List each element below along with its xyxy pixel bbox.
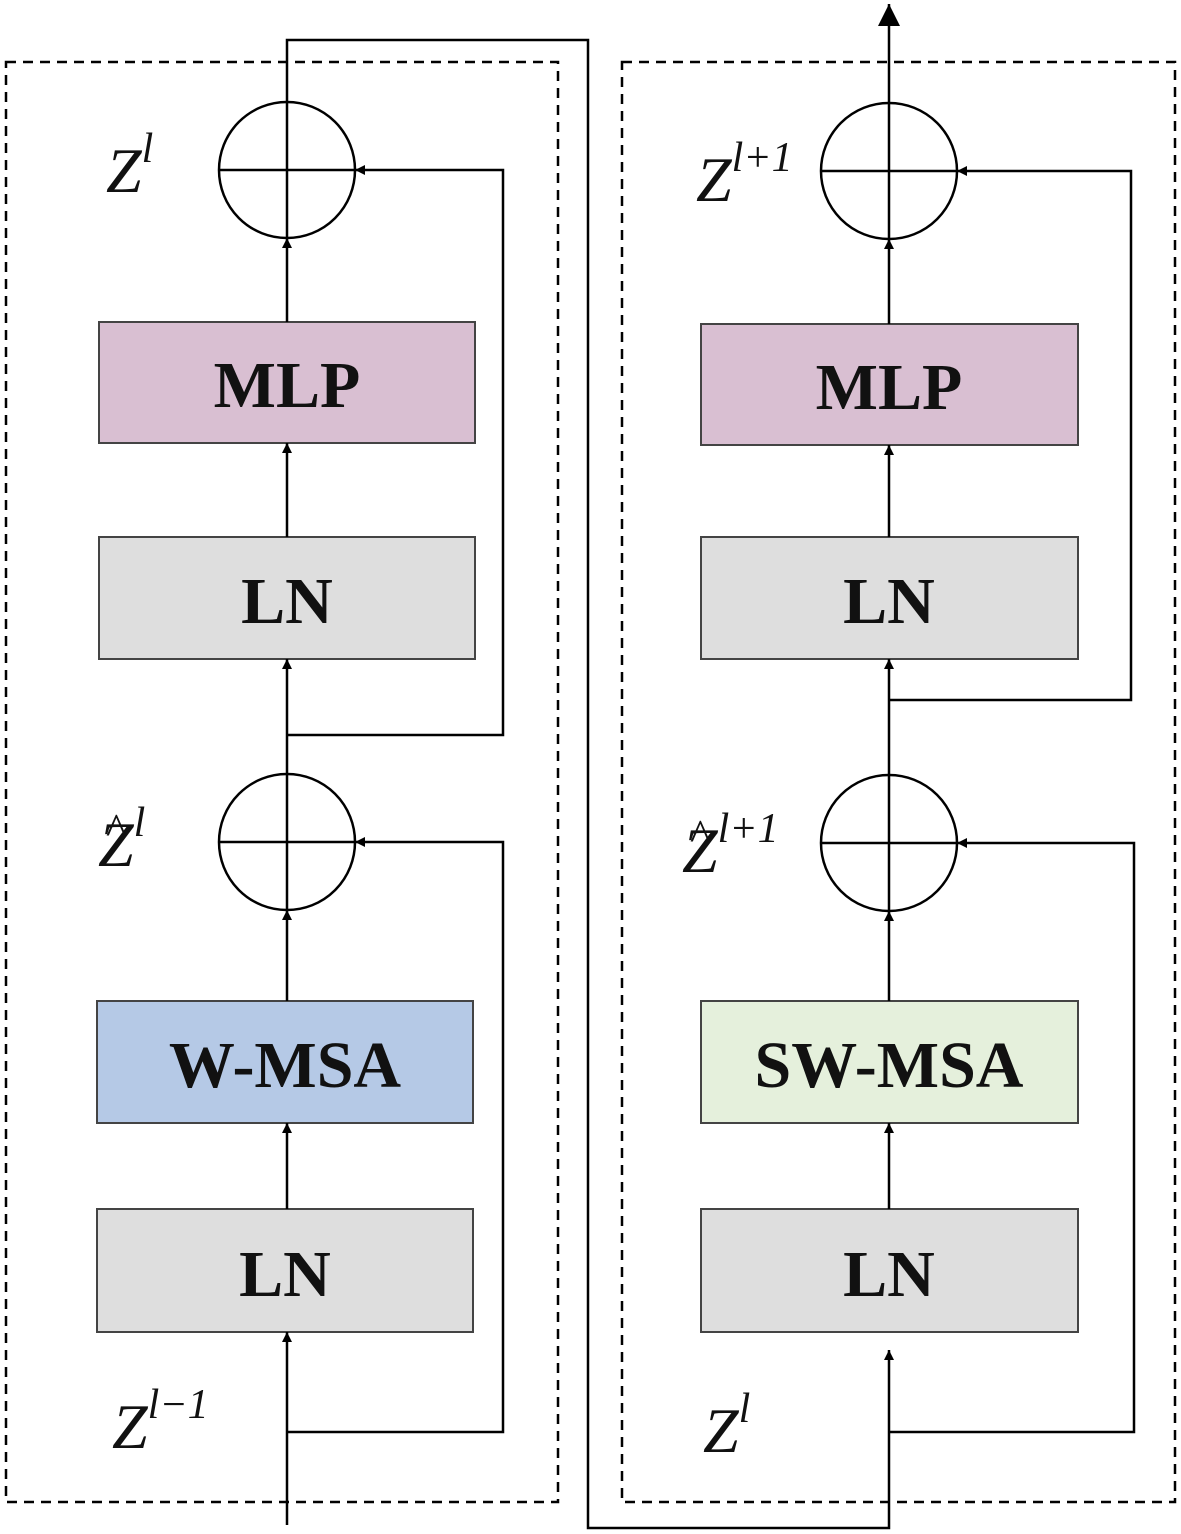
left-bottom-adder — [217, 772, 357, 912]
left-output-var: Zl — [106, 126, 153, 206]
left-mid-var-sup: l — [134, 800, 146, 846]
right-mid-var: Zl+1 — [682, 806, 779, 886]
left-flow-arrows — [282, 165, 505, 1525]
right-ln-bottom-box: LN — [700, 1208, 1079, 1333]
left-mlp-label: MLP — [214, 349, 361, 422]
left-ln-bottom-box: LN — [96, 1208, 474, 1333]
right-mid-var-hat: ^ — [690, 811, 711, 860]
left-mid-var-hat: ^ — [106, 805, 127, 854]
right-top-adder — [819, 101, 959, 241]
left-mid-var: Zl — [98, 800, 145, 880]
left-ln-bottom-label: LN — [239, 1238, 331, 1311]
left-ln-top-rect — [98, 536, 476, 660]
right-ln-bottom-label: LN — [843, 1238, 935, 1311]
left-input-var: Zl−1 — [112, 1382, 209, 1462]
right-sw-msa-box: SW-MSA — [700, 1000, 1079, 1124]
left-output-var-base: Z — [106, 135, 143, 206]
left-mlp-box: MLP — [98, 321, 476, 444]
right-sw-msa-label: SW-MSA — [755, 1029, 1024, 1102]
right-ln-top-box: LN — [700, 536, 1079, 660]
right-output-var-base: Z — [696, 144, 733, 215]
inter-block-connector — [285, 38, 894, 1530]
right-transformer-block: MLP LN SW-MSA LN — [620, 4, 1177, 1504]
left-ln-bottom-rect — [96, 1208, 474, 1333]
right-flow-arrows — [878, 4, 1136, 1434]
right-mlp-rect — [700, 323, 1079, 446]
right-block-dashed-border — [620, 60, 1177, 1504]
left-input-var-base: Z — [112, 1391, 149, 1462]
right-mid-var-base: Z — [682, 815, 719, 886]
left-mid-var-base: Z — [98, 809, 135, 880]
right-sw-msa-rect — [700, 1000, 1079, 1124]
left-w-msa-label: W-MSA — [169, 1029, 402, 1102]
right-output-var-sup: l+1 — [732, 135, 793, 181]
left-top-adder — [217, 100, 357, 240]
left-block-dashed-border — [4, 60, 560, 1504]
left-w-msa-box: W-MSA — [96, 1000, 474, 1124]
left-input-var-sup: l−1 — [148, 1382, 209, 1428]
left-ln-top-box: LN — [98, 536, 476, 660]
right-ln-top-label: LN — [843, 565, 935, 638]
left-output-var-sup: l — [142, 126, 154, 172]
left-ln-top-label: LN — [241, 565, 333, 638]
right-input-var-base: Z — [703, 1395, 740, 1466]
right-mid-var-sup: l+1 — [718, 806, 779, 852]
right-mlp-label: MLP — [816, 351, 963, 424]
right-input-var-sup: l — [739, 1386, 751, 1432]
right-mlp-box: MLP — [700, 323, 1079, 446]
right-input-var: Zl — [703, 1386, 750, 1466]
right-output-var: Zl+1 — [696, 135, 793, 215]
right-ln-bottom-rect — [700, 1208, 1079, 1333]
left-transformer-block: MLP LN W-MSA LN — [4, 60, 560, 1525]
right-bottom-adder — [819, 773, 959, 913]
